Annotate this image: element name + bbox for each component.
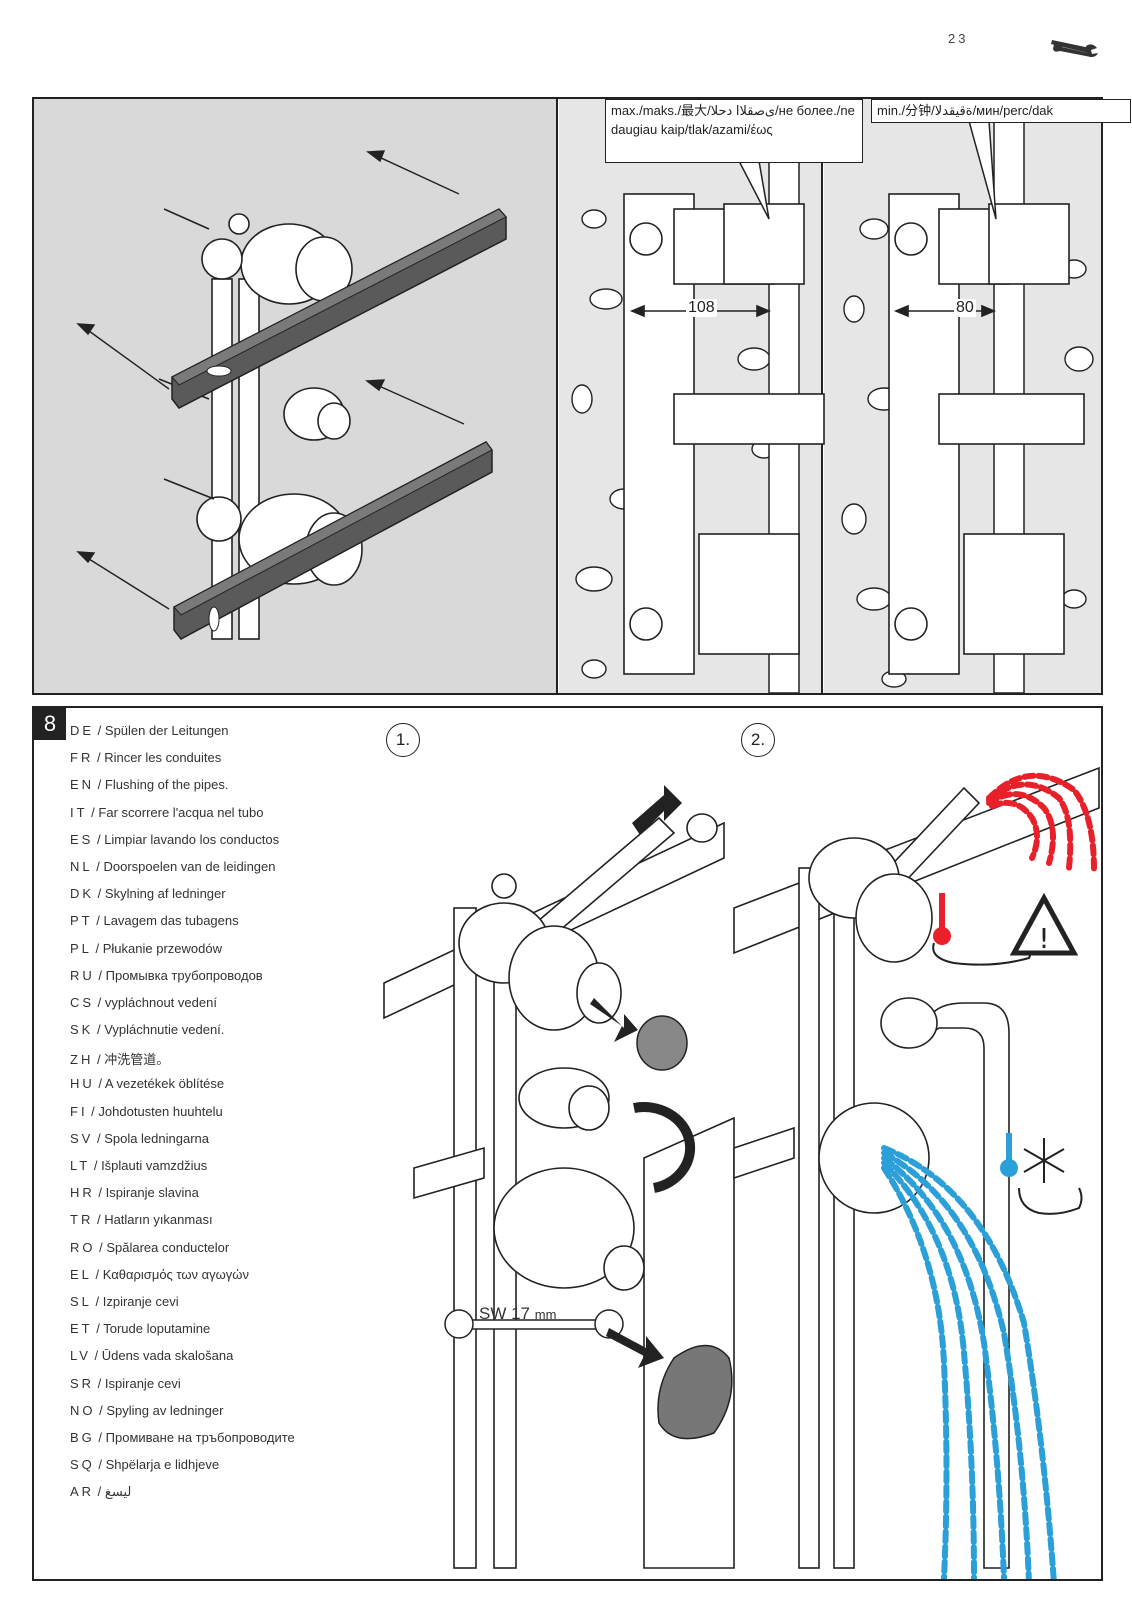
lang-item: LV / Ūdens vada skalošana	[70, 1348, 234, 1364]
lang-item: SK / Vypláchnutie vedení.	[70, 1022, 225, 1038]
direction-arrows	[76, 150, 465, 610]
lang-item: PT / Lavagem das tubagens	[70, 913, 239, 929]
rotate-arrow-icon	[633, 1102, 696, 1193]
lang-item: ES / Limpiar lavando los conductos	[70, 831, 280, 847]
flushing-valve-assembly	[733, 766, 1100, 1569]
lang-item: ZH / 冲洗管道。	[70, 1052, 170, 1068]
lang-item: SR / Ispiranje cevi	[70, 1375, 181, 1391]
page-number: 23	[948, 31, 969, 46]
svg-text:!: !	[1038, 922, 1049, 955]
lang-item: FR / Rincer les conduites	[70, 750, 222, 766]
lang-item: RO / Spălarea conductelor	[70, 1239, 230, 1255]
lang-item: NL / Doorspoelen van de leidingen	[70, 858, 276, 874]
lang-item: AR / ليسغ	[70, 1484, 132, 1500]
dimension-max-label: 108	[686, 299, 717, 317]
sub-step-2-marker: 2.	[741, 723, 775, 757]
step-7-panel: 7	[32, 97, 1131, 695]
lang-item: NO / Spyling av ledninger	[70, 1402, 224, 1418]
step-8-badge: 8	[34, 708, 66, 740]
step-8-illustration: !	[383, 766, 1100, 1579]
lang-item: DE / Spülen der Leitungen	[70, 723, 229, 738]
lang-item: SV / Spola ledningarna	[70, 1130, 209, 1146]
hot-thermometer-icon	[933, 893, 951, 945]
cold-thermometer-icon	[1000, 1133, 1018, 1177]
removed-plug-icon	[632, 785, 718, 843]
step-8-panel: 8 DE / Spülen der Leitungen FR / Rincer …	[32, 706, 1103, 1581]
lang-item: EN / Flushing of the pipes.	[70, 777, 229, 793]
cold-water-spray	[881, 1145, 1057, 1579]
sub-step-1-marker: 1.	[386, 723, 420, 757]
max-distance-callout: max./maks./最大/ی‌صقلاا دحلا/не более./ne …	[605, 99, 863, 163]
dimension-min-label: 80	[954, 299, 976, 317]
lang-item: ET / Torude loputamine	[70, 1321, 211, 1337]
wrench-size-label: SW 17 mm	[479, 1304, 557, 1323]
min-distance-callout: min./分钟/ةقيقدلا/мин/perc/dak	[871, 99, 1131, 123]
warning-icon: !	[1009, 892, 1079, 956]
lang-item: IT / Far scorrere l'acqua nel tubo	[70, 804, 264, 820]
wrench-sw17-icon	[444, 1309, 664, 1368]
valve-rail-80	[888, 193, 1085, 675]
lang-item: HU / A vezetékek öblítése	[70, 1076, 225, 1092]
lang-item: RU / Промывка трубопроводов	[70, 967, 263, 983]
lang-item: EL / Καθαρισμός των αγωγών	[70, 1266, 249, 1282]
lang-item: BG / Промиване на тръбопроводите	[70, 1429, 295, 1445]
wrench-screwdriver-icon	[1051, 40, 1098, 57]
lang-item: LT / Išplauti vamzdžius	[70, 1158, 208, 1173]
lang-item: TR / Hatların yıkanması	[70, 1212, 213, 1228]
valve-rail-108	[623, 193, 825, 675]
lang-item: PL / Płukanie przewodów	[70, 940, 222, 956]
lang-item: FI / Johdotusten huuhtelu	[70, 1103, 223, 1119]
lang-item: HR / Ispiranje slavina	[70, 1185, 199, 1201]
step-7-illustration	[34, 99, 1101, 693]
lang-item: DK / Skylning af ledninger	[70, 886, 226, 902]
flush-valve-assembly	[383, 816, 735, 1569]
language-instruction-list: DE / Spülen der Leitungen FR / Rincer le…	[70, 723, 295, 1511]
snowflake-icon	[1023, 1138, 1065, 1183]
removed-cap-icon	[636, 1015, 688, 1071]
hot-water-spray	[986, 772, 1097, 873]
lang-item: SL / Izpiranje cevi	[70, 1293, 179, 1309]
lang-item: SQ / Shpëlarja e lidhjeve	[70, 1457, 220, 1473]
spirit-level-lower	[173, 441, 493, 640]
lang-item: CS / vypláchnout vedení	[70, 994, 217, 1010]
cold-bath-icon	[1018, 1187, 1083, 1215]
removed-cover-icon	[657, 1344, 733, 1440]
spirit-level-upper	[171, 208, 507, 409]
